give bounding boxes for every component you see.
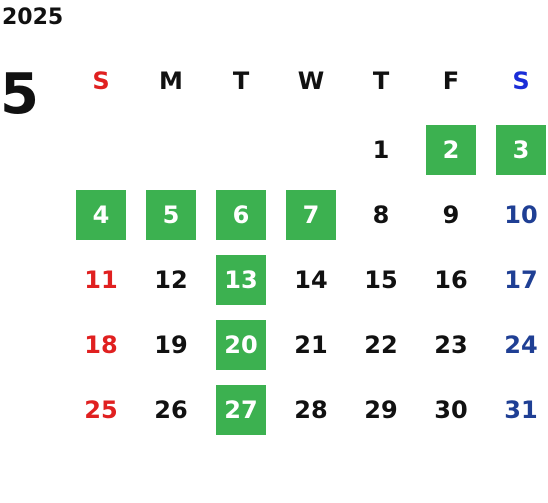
year-label: 2025	[2, 5, 64, 30]
day-cell-28[interactable]: 28	[294, 396, 328, 424]
day-cell-15[interactable]: 15	[364, 266, 398, 294]
weekday-header-fri: F	[442, 67, 460, 95]
day-cell-23[interactable]: 23	[434, 331, 468, 359]
day-cell-8[interactable]: 8	[372, 201, 390, 229]
day-cell-14[interactable]: 14	[294, 266, 328, 294]
weekday-header-thu: T	[372, 67, 390, 95]
day-cell-2[interactable]: 2	[426, 125, 476, 175]
day-cell-11[interactable]: 11	[84, 266, 118, 294]
day-cell-31[interactable]: 31	[504, 396, 538, 424]
weekday-header-mon: M	[159, 67, 183, 95]
day-cell-4[interactable]: 4	[76, 190, 126, 240]
day-cell-19[interactable]: 19	[154, 331, 188, 359]
day-cell-7[interactable]: 7	[286, 190, 336, 240]
day-cell-21[interactable]: 21	[294, 331, 328, 359]
day-cell-16[interactable]: 16	[434, 266, 468, 294]
day-cell-10[interactable]: 10	[504, 201, 538, 229]
day-cell-29[interactable]: 29	[364, 396, 398, 424]
month-number: 5	[0, 62, 39, 127]
day-cell-25[interactable]: 25	[84, 396, 118, 424]
weekday-header-tue: T	[232, 67, 250, 95]
day-cell-24[interactable]: 24	[504, 331, 538, 359]
weekday-header-sat: S	[512, 67, 530, 95]
day-cell-18[interactable]: 18	[84, 331, 118, 359]
day-cell-17[interactable]: 17	[504, 266, 538, 294]
day-cell-22[interactable]: 22	[364, 331, 398, 359]
day-cell-27[interactable]: 27	[216, 385, 266, 435]
day-cell-30[interactable]: 30	[434, 396, 468, 424]
day-cell-13[interactable]: 13	[216, 255, 266, 305]
day-cell-26[interactable]: 26	[154, 396, 188, 424]
weekday-header-wed: W	[297, 67, 325, 95]
day-cell-1[interactable]: 1	[372, 136, 390, 164]
day-cell-5[interactable]: 5	[146, 190, 196, 240]
weekday-header-sun: S	[92, 67, 110, 95]
day-cell-6[interactable]: 6	[216, 190, 266, 240]
day-cell-20[interactable]: 20	[216, 320, 266, 370]
day-cell-3[interactable]: 3	[496, 125, 546, 175]
day-cell-9[interactable]: 9	[442, 201, 460, 229]
day-cell-12[interactable]: 12	[154, 266, 188, 294]
